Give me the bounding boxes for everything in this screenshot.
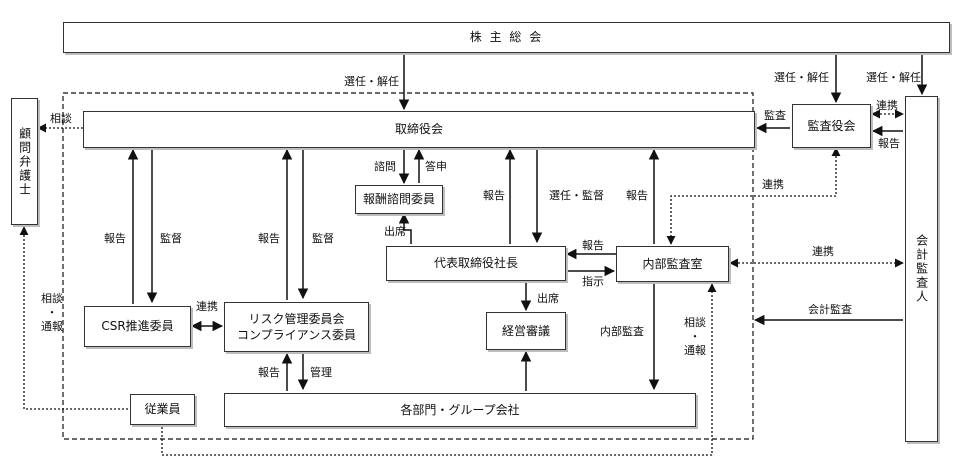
legal-box: 顧問弁護士 xyxy=(11,98,38,225)
label-renkei-top: 連携 xyxy=(876,99,898,112)
label-elect-auditors: 選任・解任 xyxy=(774,71,829,84)
company-boundary xyxy=(62,92,754,440)
label-renkei-csr-risk: 連携 xyxy=(196,300,218,313)
label-toushin: 答申 xyxy=(425,160,447,173)
label-shimon: 諮問 xyxy=(374,160,396,173)
management-box: 経営審議 xyxy=(486,312,566,350)
label-naibu-kansa: 内部監査 xyxy=(600,325,644,338)
label-renkei-ia-aud: 連携 xyxy=(762,178,784,191)
label-kaikei-kansa: 会計監査 xyxy=(808,303,852,316)
label-renkei-ia-acc: 連携 xyxy=(812,245,834,258)
employees-box: 従業員 xyxy=(130,394,195,425)
label-soudan-tsuho-left: 相談・通報 xyxy=(41,292,63,333)
csr-box: CSR推進委員 xyxy=(84,306,191,347)
label-hokoku-top: 報告 xyxy=(878,137,900,150)
label-elect-board: 選任・解任 xyxy=(344,75,399,88)
president-box: 代表取締役社長 xyxy=(386,246,566,281)
label-soudan-legal: 相談 xyxy=(50,112,72,125)
auditors-box: 監査役会 xyxy=(792,104,871,148)
label-hokoku-csr: 報告 xyxy=(104,232,126,245)
label-shusseki-comp: 出席 xyxy=(384,225,406,238)
arrow-employee-ia xyxy=(161,283,717,456)
label-senin-kansa: 選任・監督 xyxy=(549,189,604,202)
label-shusseki-mgmt: 出席 xyxy=(537,292,559,305)
accounting-box: 会計監査人 xyxy=(905,96,938,442)
label-hokoku-pres: 報告 xyxy=(483,189,505,202)
arrow-auditors-ia-renkei xyxy=(666,147,841,245)
departments-box: 各部門・グループ会社 xyxy=(224,393,696,427)
board-box: 取締役会 xyxy=(83,111,755,148)
label-kantoku-csr: 監督 xyxy=(160,232,182,245)
label-shiji: 指示 xyxy=(582,275,604,288)
label-hokoku-dept: 報告 xyxy=(258,366,280,379)
risk-box-line1: リスク管理委員会 xyxy=(248,311,345,326)
label-soudan-tsuho-right: 相談・通報 xyxy=(684,316,706,357)
label-hokoku-ia-pres: 報告 xyxy=(582,239,604,252)
arrow-employee-legal xyxy=(19,226,128,410)
label-elect-accounting: 選任・解任 xyxy=(866,71,921,84)
shareholders-box: 株 主 総 会 xyxy=(63,22,950,53)
label-kantoku-risk: 監督 xyxy=(312,232,334,245)
risk-box: リスク管理委員会 コンプライアンス委員 xyxy=(224,302,369,352)
risk-box-line2: コンプライアンス委員 xyxy=(237,328,356,342)
label-hokoku-ia: 報告 xyxy=(626,189,648,202)
label-kanri: 管理 xyxy=(310,366,332,379)
label-hokoku-risk: 報告 xyxy=(258,232,280,245)
compensation-box: 報酬諮問委員 xyxy=(355,185,443,214)
arrow-president-compensation xyxy=(398,212,412,244)
label-audit: 監査 xyxy=(764,109,786,122)
internal-audit-box: 内部監査室 xyxy=(616,246,729,282)
